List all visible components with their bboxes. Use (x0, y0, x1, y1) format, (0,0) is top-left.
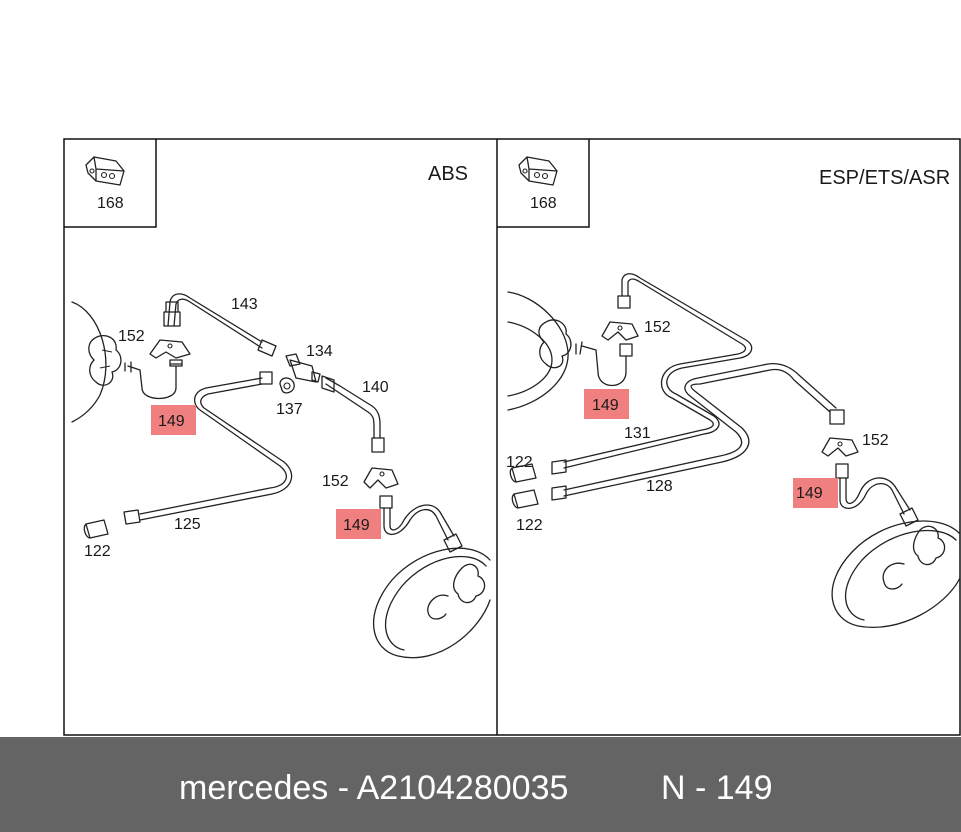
label-122-right-top: 122 (506, 454, 533, 471)
label-128: 128 (646, 478, 673, 495)
highlight-149-right-rear (793, 478, 838, 508)
label-143: 143 (231, 296, 258, 313)
rear-brake-disc (372, 547, 491, 659)
connector-block-icon (85, 156, 125, 186)
abs-drawing (71, 293, 491, 659)
kit-number-right: 168 (530, 195, 557, 212)
label-152-right-top: 152 (644, 319, 671, 336)
brake-line-diagram: 168 168 ABS ESP/ETS/ASR (63, 138, 961, 736)
label-137: 137 (276, 401, 303, 418)
esp-drawing (507, 273, 961, 628)
kit-box-right: 168 (497, 139, 590, 228)
rear-brake-disc (831, 520, 961, 628)
label-149-right-front: 149 (592, 397, 619, 414)
label-131: 131 (624, 425, 651, 442)
kit-number-left: 168 (97, 195, 124, 212)
panel-title-esp: ESP/ETS/ASR (819, 167, 950, 189)
diagram-frame (63, 138, 961, 736)
label-134: 134 (306, 343, 333, 360)
highlight-149-right-front (584, 389, 629, 419)
front-brake-disc (507, 291, 572, 411)
diagram-position: N - 149 (661, 769, 773, 807)
highlight-149-left-front (151, 405, 196, 435)
label-149-right-rear: 149 (796, 485, 823, 502)
label-125: 125 (174, 516, 201, 533)
label-149-left-front: 149 (158, 413, 185, 430)
kit-box-left: 168 (64, 139, 157, 228)
label-122-right-bottom: 122 (516, 517, 543, 534)
front-brake-disc (71, 301, 122, 423)
label-140: 140 (362, 379, 389, 396)
label-122-left: 122 (84, 543, 111, 560)
label-152-right-bottom: 152 (862, 432, 889, 449)
highlight-149-left-rear (336, 509, 381, 539)
label-149-left-rear: 149 (343, 517, 370, 534)
brand-part-number: mercedes - A2104280035 (179, 769, 569, 807)
label-152-left-top: 152 (118, 328, 145, 345)
label-152-left-bottom: 152 (322, 473, 349, 490)
connector-block-icon (518, 156, 558, 186)
panel-title-abs: ABS (428, 163, 468, 185)
part-caption-bar: mercedes - A2104280035 N - 149 (0, 737, 961, 832)
